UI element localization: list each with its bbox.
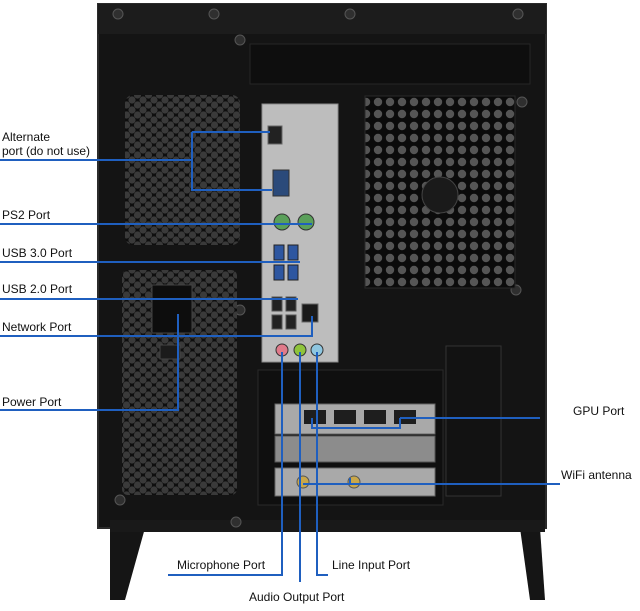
gpu-port-label: GPU Port xyxy=(573,404,625,418)
alternate-port-label-line1: Alternate xyxy=(2,130,51,144)
ps2-port-label: PS2 Port xyxy=(2,208,51,222)
hdmi-port xyxy=(267,125,283,145)
usb3-port-label: USB 3.0 Port xyxy=(2,246,73,260)
vga-port xyxy=(272,169,290,197)
power-inlet xyxy=(151,284,193,334)
line-input-port-label: Line Input Port xyxy=(332,558,411,572)
ps2-port-right xyxy=(297,213,315,231)
case-base xyxy=(110,520,545,532)
usb2-ports xyxy=(271,296,297,330)
psu-vent xyxy=(122,270,237,495)
callout-lines xyxy=(0,131,560,582)
audio-output-port-label: Audio Output Port xyxy=(249,590,345,604)
gpu-vent xyxy=(274,435,436,463)
power-switch xyxy=(159,344,181,360)
case-top-recess xyxy=(249,43,531,85)
usb2-port-label: USB 2.0 Port xyxy=(2,282,73,296)
power-port-label: Power Port xyxy=(2,395,62,409)
fan-hub xyxy=(421,176,459,214)
case-top-rail xyxy=(98,4,546,34)
case-leg-left xyxy=(110,528,145,600)
microphone-port-label: Microphone Port xyxy=(177,558,266,572)
alternate-port-label-line2: port (do not use) xyxy=(2,144,91,158)
left-vent xyxy=(125,95,240,245)
case-leg-right xyxy=(520,528,545,600)
side-bracket xyxy=(445,345,502,497)
wifi-antenna-left xyxy=(296,475,310,489)
network-port xyxy=(301,303,319,323)
wifi-antenna-label: WiFi antenna xyxy=(561,468,632,482)
case-screws xyxy=(112,8,528,528)
ps2-port-left xyxy=(273,213,291,231)
network-port-label: Network Port xyxy=(2,320,72,334)
usb3-ports xyxy=(273,244,299,281)
